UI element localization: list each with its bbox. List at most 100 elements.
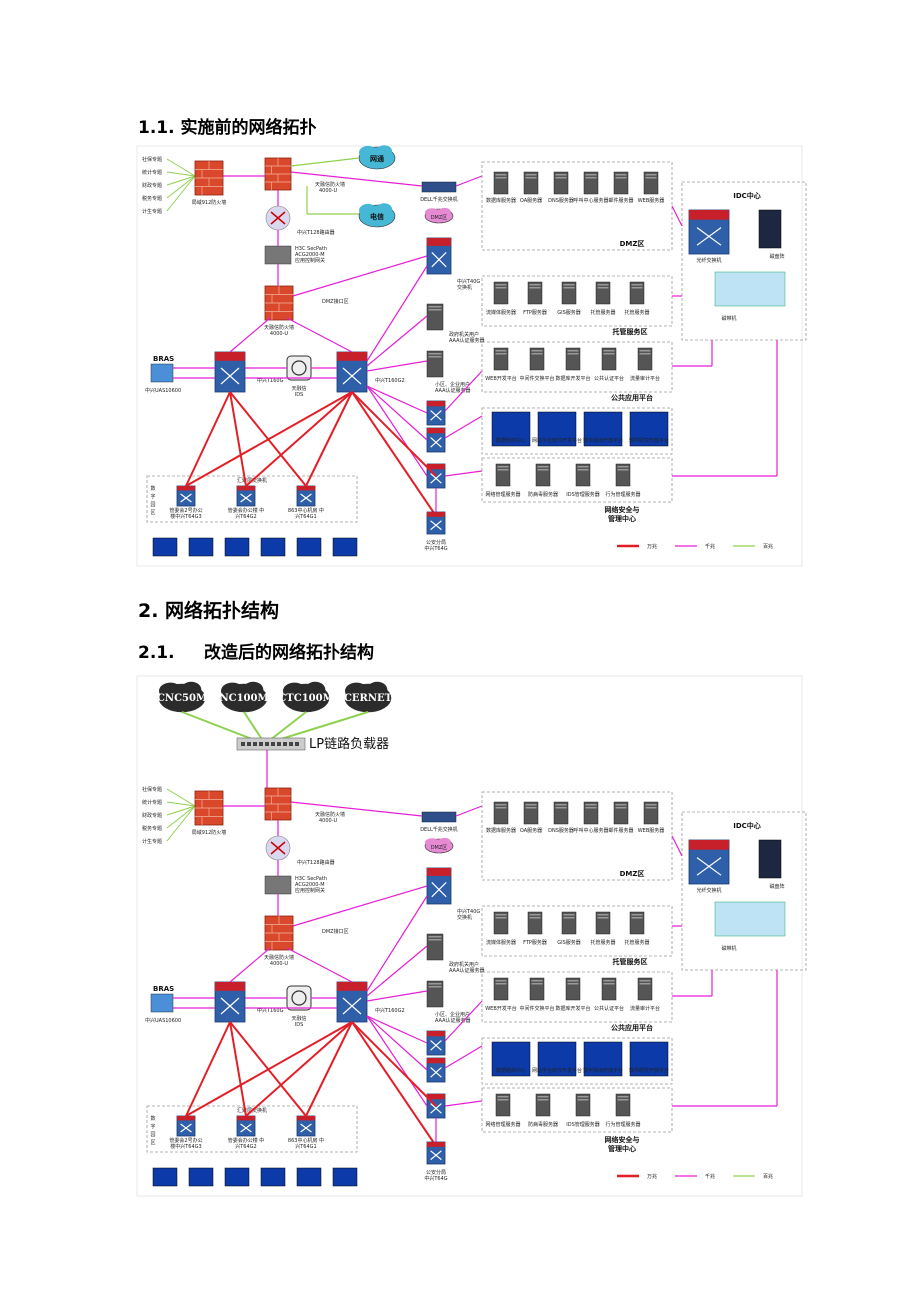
link-line [185, 391, 231, 487]
link-line [290, 157, 360, 167]
access-switch-icon [332, 537, 358, 557]
server-icon [643, 801, 659, 825]
switch-top [427, 238, 451, 246]
cloud-shape [359, 145, 377, 160]
legend-label: 百兆 [763, 1173, 773, 1180]
security-server-label: 网络管理服务器 [485, 1121, 520, 1128]
zone-label: 网络安全与 [605, 1135, 640, 1144]
switch-top [215, 352, 245, 361]
link-line [671, 835, 683, 857]
platform-label: 网站平台软件开发平台 [532, 437, 582, 444]
server-bay [531, 353, 543, 355]
department-label: 计生专题 [142, 208, 162, 215]
switch-label: 中兴T40G [457, 278, 480, 285]
server-body [426, 350, 444, 378]
server-bay [497, 1096, 509, 1098]
zone-label: 托管服务区 [613, 957, 648, 966]
router-label: 中兴T128路由器 [297, 859, 335, 866]
access-switch-icon [188, 1167, 214, 1187]
link-line [366, 360, 428, 372]
backup-icon [714, 271, 786, 307]
server-icon [637, 347, 653, 371]
server-bay [529, 917, 541, 919]
server-bay [495, 284, 507, 286]
link-line [166, 175, 196, 212]
legend-label: 千兆 [705, 1173, 715, 1180]
server-icon [495, 1093, 511, 1117]
platform-label: 网站平台软件开发平台 [532, 1067, 582, 1074]
link-line [185, 1021, 231, 1117]
server-bay [631, 287, 643, 289]
server-bay [603, 353, 615, 355]
acg-model: ACG2000-M [295, 252, 325, 258]
server-bay [577, 466, 589, 468]
load-balancer-port [259, 742, 263, 746]
switch-icon [426, 427, 446, 453]
switch-icon [236, 485, 256, 507]
digital-park-char: 数 [150, 1115, 155, 1122]
access-switch-icon [296, 1167, 322, 1187]
server-icon [493, 281, 509, 305]
zone-label: DMZ区 [620, 240, 645, 248]
cloud-label: CNC50M [157, 693, 207, 704]
switch-top [427, 512, 445, 517]
cloud-shape [438, 837, 451, 846]
server-bay [531, 350, 543, 352]
platform-tile [629, 1041, 669, 1077]
firewall-label: 天融信防火墙 [264, 954, 294, 961]
security-server-label: 行为管理服务器 [605, 1121, 640, 1128]
agg-switch-label: 管委会办公楼 中 [228, 507, 265, 514]
server-bay [495, 917, 507, 919]
server-bay [597, 284, 609, 286]
platform-label: 数据组织中心 [496, 1067, 526, 1074]
cloud-icon: 电信 [358, 203, 396, 228]
digital-park-char: 数 [150, 485, 155, 492]
switch-arrows [220, 367, 240, 385]
cloud-icon: NC100M [219, 681, 269, 713]
cloud-label: 电信 [370, 212, 384, 221]
platform-label: 软件研究开放平台 [629, 437, 669, 444]
police-switch-label: 中兴T64G [424, 545, 447, 552]
acg-model: ACG2000-M [295, 882, 325, 888]
server-bay [617, 1096, 629, 1098]
department-label: 财政专题 [142, 812, 162, 819]
switch-arrows [431, 881, 447, 898]
server-bay [631, 917, 643, 919]
server-icon [583, 801, 599, 825]
hosting-server-label: FTP服务器 [523, 309, 547, 316]
server-bay [645, 807, 657, 809]
platform-tile [583, 1041, 623, 1077]
server-bay [497, 1099, 509, 1101]
server-bay [603, 983, 615, 985]
firewall-icon [264, 285, 294, 321]
server-icon [643, 171, 659, 195]
zone-label: DMZ区 [620, 870, 645, 878]
server-bay [495, 353, 507, 355]
cloud-label: DMZ区 [431, 845, 448, 851]
link-line [166, 805, 196, 816]
switch-arrows [342, 367, 362, 385]
server-bay [555, 177, 567, 179]
switch-icon [214, 981, 246, 1023]
server-icon [565, 977, 581, 1001]
switch-top [689, 210, 729, 220]
switch-top [427, 1031, 445, 1037]
link-line [366, 1015, 428, 1044]
dmz-server-label: WEB服务器 [638, 827, 665, 834]
server-bay [555, 804, 567, 806]
department-label: 计生专题 [142, 838, 162, 845]
digital-park-char: 区 [150, 1140, 155, 1146]
link-line [366, 265, 428, 362]
section-heading-2-1: 2.1.改造后的网络拓扑结构 [138, 638, 374, 663]
link-line [455, 175, 483, 187]
public-server-label: WEB开发平台 [485, 1005, 517, 1012]
zone-label: 公共应用平台 [611, 1023, 653, 1032]
cloud-icon: DMZ区 [424, 837, 454, 854]
link-line [444, 370, 483, 412]
switch-arrows [180, 1123, 192, 1133]
server-bay [495, 287, 507, 289]
dmz-port-label: DMZ接口区 [322, 928, 349, 935]
department-label: 统计专题 [142, 799, 162, 806]
access-switch-icon [188, 537, 214, 557]
ids-icon [286, 985, 312, 1011]
